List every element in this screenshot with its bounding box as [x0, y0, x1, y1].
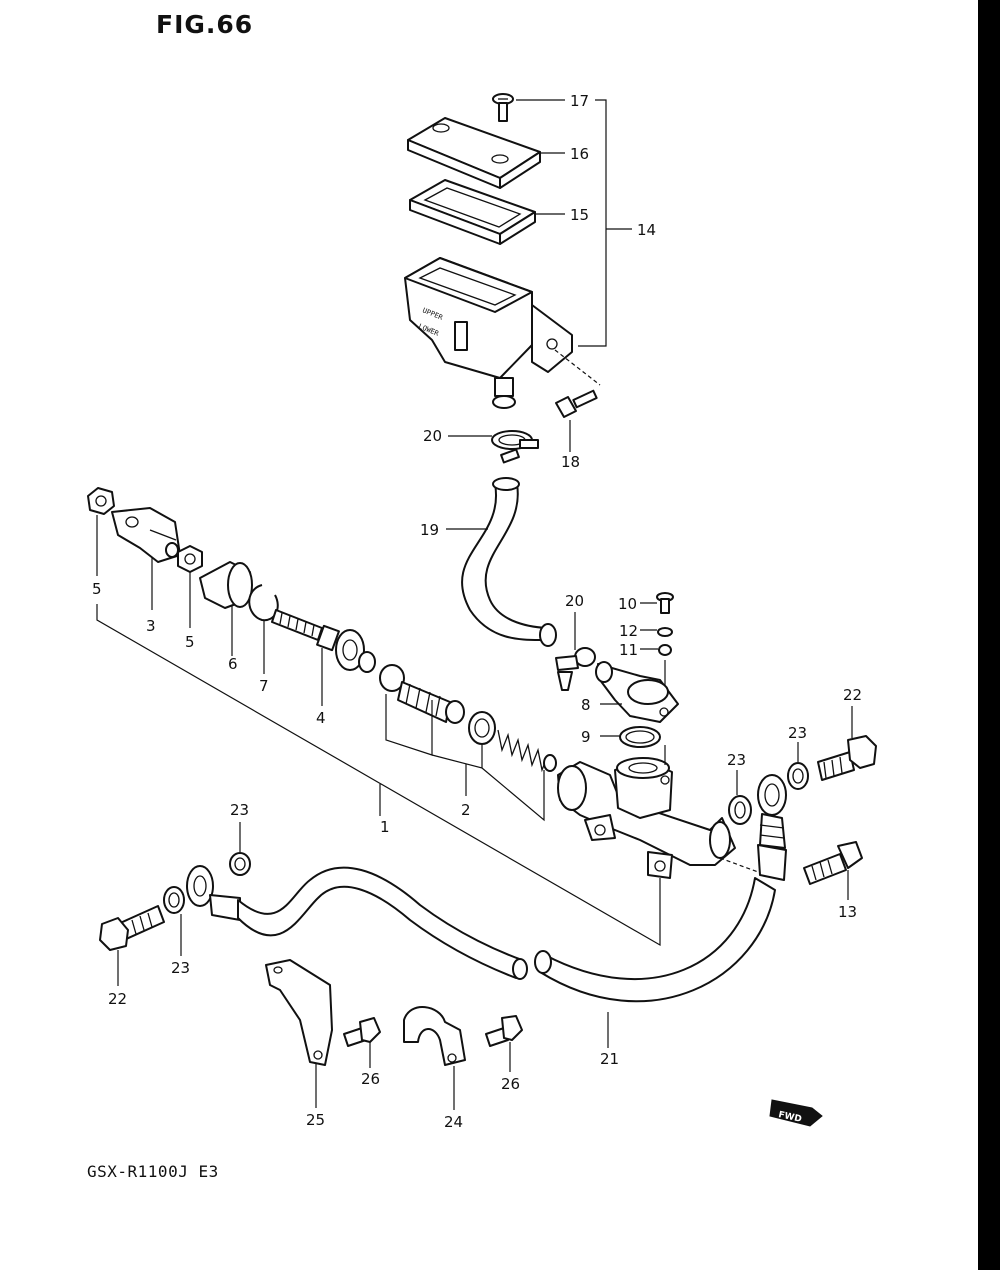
callout-1: 1 [380, 818, 390, 836]
callout-4: 4 [316, 709, 326, 727]
washer-11 [658, 644, 672, 656]
callout-26-left: 26 [361, 1070, 380, 1088]
nut-5-lower [177, 545, 203, 573]
reservoir-hose [461, 477, 557, 647]
callout-23-a: 23 [788, 724, 807, 742]
callout-17: 17 [570, 92, 589, 110]
callout-26-right: 26 [501, 1075, 520, 1093]
bolt-26-right [485, 1015, 523, 1047]
callout-23-b: 23 [727, 751, 746, 769]
callout-23-d: 23 [171, 959, 190, 977]
figure-title: FIG.66 [156, 10, 254, 39]
callout-19: 19 [420, 521, 439, 539]
circlip-7 [248, 584, 279, 622]
brake-hose-21 [534, 877, 776, 1003]
callout-20-lower: 20 [565, 592, 584, 610]
inlet-fitting-8 [595, 661, 679, 723]
scan-edge-bar [978, 0, 1000, 1270]
callout-21: 21 [600, 1050, 619, 1068]
screw-10 [656, 592, 674, 614]
model-code: GSX-R1100J E3 [87, 1162, 219, 1181]
washer-23-left-a [163, 886, 185, 914]
callout-25: 25 [306, 1111, 325, 1129]
callout-2: 2 [461, 801, 471, 819]
callout-5-lower: 5 [185, 633, 195, 651]
o-ring-9 [619, 726, 661, 748]
fwd-arrow-icon: FWD [769, 1099, 823, 1127]
washer-12 [657, 627, 673, 637]
piston-2 [379, 664, 496, 745]
nut-5-upper [87, 487, 115, 515]
callout-labels: 1 2 3 4 5 5 6 7 8 9 10 11 12 13 14 15 16… [92, 92, 862, 1131]
bracket-25 [265, 959, 333, 1066]
callout-22-right: 22 [843, 686, 862, 704]
callout-7: 7 [259, 677, 269, 695]
callout-9: 9 [581, 728, 591, 746]
callout-8: 8 [581, 696, 591, 714]
callout-11: 11 [619, 641, 638, 659]
callout-20-upper: 20 [423, 427, 442, 445]
reservoir-diaphragm [409, 179, 536, 245]
callout-10: 10 [618, 595, 637, 613]
callout-18: 18 [561, 453, 580, 471]
banjo-fitting-right [757, 774, 787, 881]
banjo-bolt-22-right [817, 735, 877, 781]
callout-12: 12 [619, 622, 638, 640]
callout-6: 6 [228, 655, 238, 673]
brake-hose-left [186, 865, 528, 980]
callout-22-left: 22 [108, 990, 127, 1008]
callout-5-upper: 5 [92, 580, 102, 598]
master-cylinder-body [557, 757, 736, 879]
reservoir-screw [492, 93, 514, 122]
callout-24: 24 [444, 1113, 463, 1131]
callout-15: 15 [570, 206, 589, 224]
callout-14: 14 [637, 221, 656, 239]
clamp-24 [403, 1006, 466, 1066]
washer-23-right-a [787, 762, 809, 790]
washer-23-right-b [728, 795, 752, 825]
return-spring-2 [497, 729, 557, 773]
washer-23-left-b [229, 852, 251, 876]
clevis-3 [111, 507, 181, 563]
bolt-13 [803, 841, 863, 885]
leader-lines [96, 99, 853, 1110]
banjo-bolt-22-left [99, 905, 165, 951]
fwd-label: FWD [777, 1110, 802, 1125]
hose-clamp-lower [555, 647, 596, 691]
dust-boot-6 [199, 561, 253, 609]
callout-3: 3 [146, 617, 156, 635]
hose-clamp-upper [491, 430, 539, 464]
mounting-bolt-18 [555, 389, 598, 418]
callout-16: 16 [570, 145, 589, 163]
reservoir-body: UPPER LOWER [404, 257, 573, 409]
callout-23-c: 23 [230, 801, 249, 819]
push-rod-4 [271, 609, 376, 673]
bolt-26-left [343, 1017, 381, 1047]
callout-13: 13 [838, 903, 857, 921]
reservoir-cap [407, 117, 541, 189]
